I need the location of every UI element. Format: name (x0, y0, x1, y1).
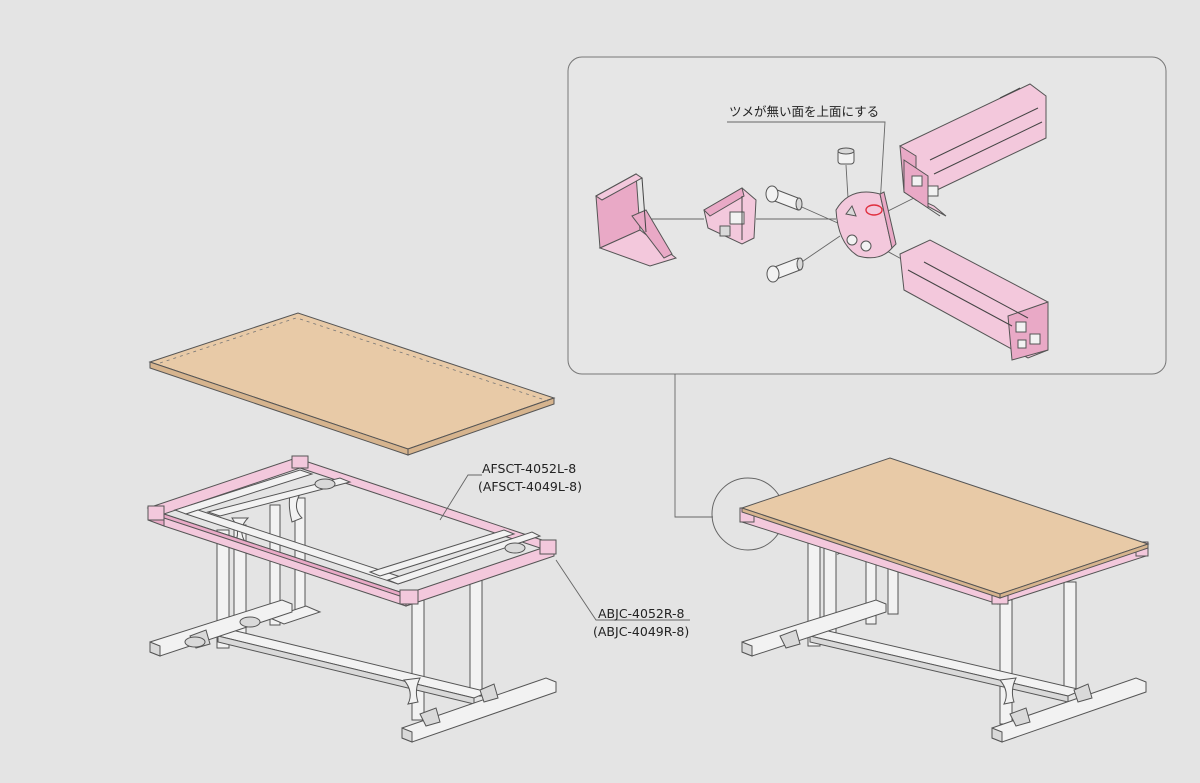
leader-frame-label (439, 474, 482, 521)
frame-part-number-alt: (AFSCT-4049L-8) (478, 479, 582, 494)
highlight-top-face (865, 204, 883, 216)
callout-connector-line (674, 374, 713, 518)
joint-part-number: ABJC-4052R-8 (598, 606, 685, 621)
end-cap-part (595, 173, 678, 267)
set-screw (837, 147, 855, 165)
joint-part-number-alt: (ABJC-4049R-8) (593, 624, 690, 639)
tabletop-panel-exploded (148, 312, 556, 456)
leader-joint-label (555, 559, 690, 621)
extrusion-upper (899, 83, 1047, 217)
corner-joint-part (835, 191, 897, 259)
extrusion-lower (899, 239, 1049, 361)
pin-upper (765, 185, 803, 211)
corner-clip-part (703, 187, 757, 245)
table-assembled (739, 457, 1150, 743)
table-frame-left (146, 455, 557, 743)
pin-lower (766, 257, 804, 283)
frame-part-number: AFSCT-4052L-8 (482, 461, 577, 476)
detail-note-label: ツメが無い面を上面にする (729, 104, 880, 119)
